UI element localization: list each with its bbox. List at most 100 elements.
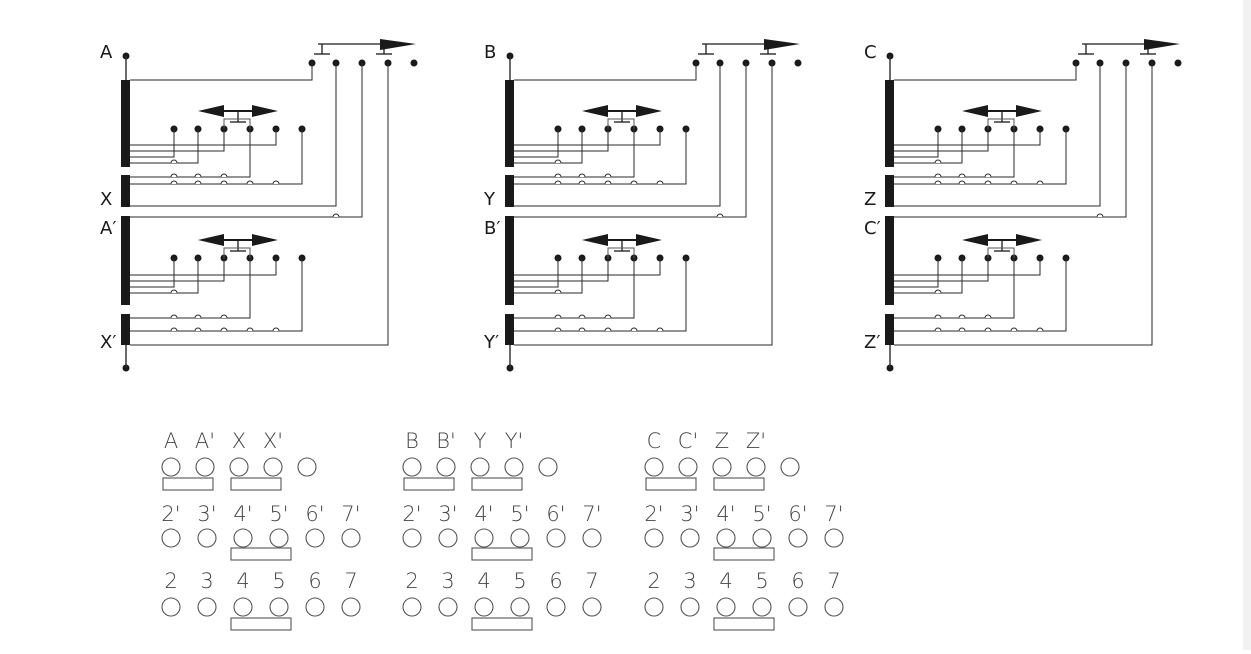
wire	[130, 258, 251, 319]
wire	[130, 129, 225, 152]
crossover-hop	[170, 289, 178, 294]
crossover-hop	[578, 314, 586, 319]
wire	[130, 258, 277, 276]
crossover-hop	[272, 180, 280, 185]
double-arrow-icon	[582, 105, 662, 123]
wire	[894, 63, 1077, 81]
terminal-ring	[538, 457, 558, 477]
row3-label: 6	[549, 569, 562, 593]
bridge-link	[230, 547, 292, 561]
crossover-hop	[170, 159, 178, 164]
terminal-ring	[269, 528, 289, 548]
coil-bar-2	[121, 175, 130, 207]
row3-label: 7	[827, 569, 840, 593]
terminal-ring	[716, 528, 736, 548]
crossover-hop	[246, 180, 254, 185]
terminal-ring	[644, 457, 664, 477]
row1-label: Z	[715, 429, 729, 453]
wire	[130, 63, 363, 218]
switch-arrow-icon	[314, 39, 416, 55]
bridge-link	[471, 547, 533, 561]
coil-bar-4	[885, 314, 894, 345]
wire	[130, 258, 225, 282]
row1-label: A	[164, 429, 178, 453]
crossover-hop	[958, 314, 966, 319]
row2-label: 5'	[510, 502, 529, 526]
crossover-hop	[604, 327, 612, 332]
terminal-ring	[233, 528, 253, 548]
crossover-hop	[630, 180, 638, 185]
crossover-hop	[194, 327, 202, 332]
row1-label: Z'	[746, 429, 766, 453]
arrow-head-left	[198, 105, 224, 117]
crossover-hop	[554, 173, 562, 178]
arrow-head-right	[252, 105, 278, 117]
wire	[514, 258, 687, 332]
crossover-hop	[194, 314, 202, 319]
terminal-ring	[680, 528, 700, 548]
crossover-hop	[984, 180, 992, 185]
row3-label: 2	[164, 569, 177, 593]
crossover-hop	[958, 327, 966, 332]
terminal-ring	[233, 597, 253, 617]
terminal-ring	[474, 528, 494, 548]
coil-bar-1	[121, 80, 130, 167]
coil-bar-4	[121, 314, 130, 345]
terminal-ring	[305, 528, 325, 548]
bridge-link	[713, 547, 775, 561]
bridge-link	[471, 617, 533, 631]
terminal-ring	[470, 457, 490, 477]
double-arrow-icon	[962, 105, 1042, 123]
row3-label: 4	[236, 569, 249, 593]
terminal-ring	[788, 528, 808, 548]
row3-label: 4	[719, 569, 732, 593]
crossover-hop	[170, 173, 178, 178]
terminal-ring	[197, 528, 217, 548]
row3-label: 7	[344, 569, 357, 593]
wire	[514, 63, 747, 218]
tap-link	[987, 118, 1015, 129]
crossover-hop	[246, 327, 254, 332]
row2-label: 3'	[680, 502, 699, 526]
terminal-ring	[305, 597, 325, 617]
wire	[514, 63, 697, 81]
row3-label: 2	[647, 569, 660, 593]
crossover-hop	[554, 159, 562, 164]
crossover-hop	[1010, 327, 1018, 332]
crossover-hop	[554, 327, 562, 332]
crossover-hop	[170, 314, 178, 319]
row2-label: 3'	[438, 502, 457, 526]
label-top: B	[484, 42, 496, 63]
coil-bar-3	[885, 216, 894, 305]
crossover-hop	[272, 327, 280, 332]
wire	[894, 129, 989, 152]
row3-label: 3	[200, 569, 213, 593]
scrollbar-track[interactable]	[1243, 0, 1251, 650]
crossover-hop	[578, 173, 586, 178]
arrow-head-left	[962, 234, 988, 246]
wire	[894, 129, 939, 158]
wire	[894, 258, 939, 288]
crossover-hop	[958, 173, 966, 178]
row1-label: X'	[263, 429, 283, 453]
bridge-link	[645, 477, 697, 491]
row2-label: 4'	[233, 502, 252, 526]
crossover-hop	[630, 327, 638, 332]
row1-label: C'	[678, 429, 698, 453]
crossover-hop	[220, 173, 228, 178]
terminal-ring	[678, 457, 698, 477]
arrow-head-left	[962, 105, 988, 117]
bridge-link	[713, 477, 765, 491]
tap-link	[223, 118, 251, 129]
row2-label: 7'	[824, 502, 843, 526]
terminal-ring	[161, 597, 181, 617]
terminal-ring	[582, 597, 602, 617]
row2-label: 7'	[341, 502, 360, 526]
row2-label: 2'	[644, 502, 663, 526]
row1-label: B	[405, 429, 419, 453]
terminal-ring	[582, 528, 602, 548]
winding-2: BYB′Y′	[483, 39, 802, 372]
row3-label: 5	[272, 569, 285, 593]
